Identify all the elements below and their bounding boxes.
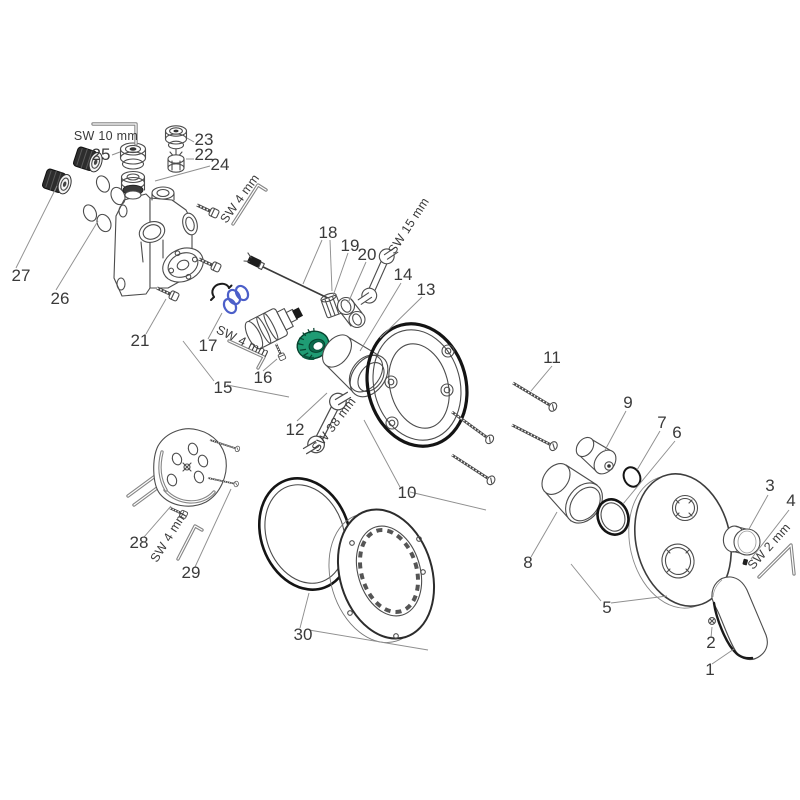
part-18-spindle-rod xyxy=(243,252,339,305)
leader-lines xyxy=(15,137,790,665)
part-23-check-valve-cap xyxy=(164,125,188,150)
part-label-25: 25 xyxy=(92,145,111,164)
part-30-seal-ring-and-flange xyxy=(257,477,436,643)
part-9-stop-sleeve xyxy=(575,436,617,475)
part-20-adapter xyxy=(336,296,366,329)
part-8-sleeve-cup xyxy=(541,463,603,524)
part-label-26: 26 xyxy=(51,289,70,308)
part-label-9: 9 xyxy=(623,393,632,412)
sw4-allen-key-middle xyxy=(227,339,266,370)
part-1-lever-handle xyxy=(711,576,768,661)
part-label-16: 16 xyxy=(254,368,273,387)
part-6-o-ring xyxy=(596,498,630,536)
part-label-13: 13 xyxy=(417,280,436,299)
part-label-23: 23 xyxy=(195,130,214,149)
part-label-12: 12 xyxy=(286,420,305,439)
part-label-14: 14 xyxy=(394,265,413,284)
part-16-green-nut xyxy=(271,327,330,363)
part-label-8: 8 xyxy=(523,553,532,572)
part-label-20: 20 xyxy=(358,245,377,264)
part-22-check-valve-insert xyxy=(167,148,185,173)
part-7-o-ring xyxy=(622,466,642,488)
part-2-screw xyxy=(708,617,716,625)
part-label-21: 21 xyxy=(131,331,150,350)
part-label-11: 11 xyxy=(543,348,561,367)
tool-label-sw10: SW 10 mm xyxy=(74,129,138,143)
part-label-15: 15 xyxy=(214,378,233,397)
part-label-10: 10 xyxy=(398,483,417,502)
part-12-sleeve xyxy=(321,334,389,398)
part-label-1: 1 xyxy=(705,660,714,679)
tool-label-sw4-bottom: SW 4 mm xyxy=(148,509,190,565)
part-28-mounting-bracket xyxy=(126,428,227,507)
part-label-2: 2 xyxy=(706,633,715,652)
part-label-22: 22 xyxy=(195,145,214,164)
part-label-19: 19 xyxy=(341,236,360,255)
part-label-17: 17 xyxy=(199,336,218,355)
part-label-7: 7 xyxy=(657,413,666,432)
part-label-3: 3 xyxy=(765,476,774,495)
part-25-valve-insert xyxy=(119,142,147,200)
part-label-4: 4 xyxy=(786,491,795,510)
part-label-24: 24 xyxy=(211,155,230,174)
carrier-plate xyxy=(365,322,469,448)
part-24-valve-body xyxy=(113,186,204,297)
part-label-27: 27 xyxy=(12,266,31,285)
sw2-allen-key xyxy=(757,543,796,579)
part-5-escutcheon xyxy=(628,473,733,609)
part-11-long-screws xyxy=(508,377,561,454)
tool-label-sw4-top: SW 4 mm xyxy=(217,171,262,225)
part-26-o-rings xyxy=(82,175,126,233)
part-label-5: 5 xyxy=(602,598,611,617)
part-4-set-screw xyxy=(742,558,748,566)
part-label-29: 29 xyxy=(182,563,201,582)
part-17-clip-and-o-rings xyxy=(210,282,250,315)
sw4-allen-key-top xyxy=(231,183,268,226)
tool-label-sw15: SW 15 mm xyxy=(385,195,432,256)
part-15-cartridge xyxy=(244,307,304,350)
part-label-6: 6 xyxy=(672,423,681,442)
part-10-long-screws xyxy=(447,406,498,488)
part-label-30: 30 xyxy=(294,625,313,644)
part-label-28: 28 xyxy=(130,533,149,552)
sw10-allen-key xyxy=(91,122,138,146)
part-3-knob xyxy=(722,525,761,556)
sw4-allen-key-bottom xyxy=(176,524,204,561)
part-label-18: 18 xyxy=(319,223,338,242)
